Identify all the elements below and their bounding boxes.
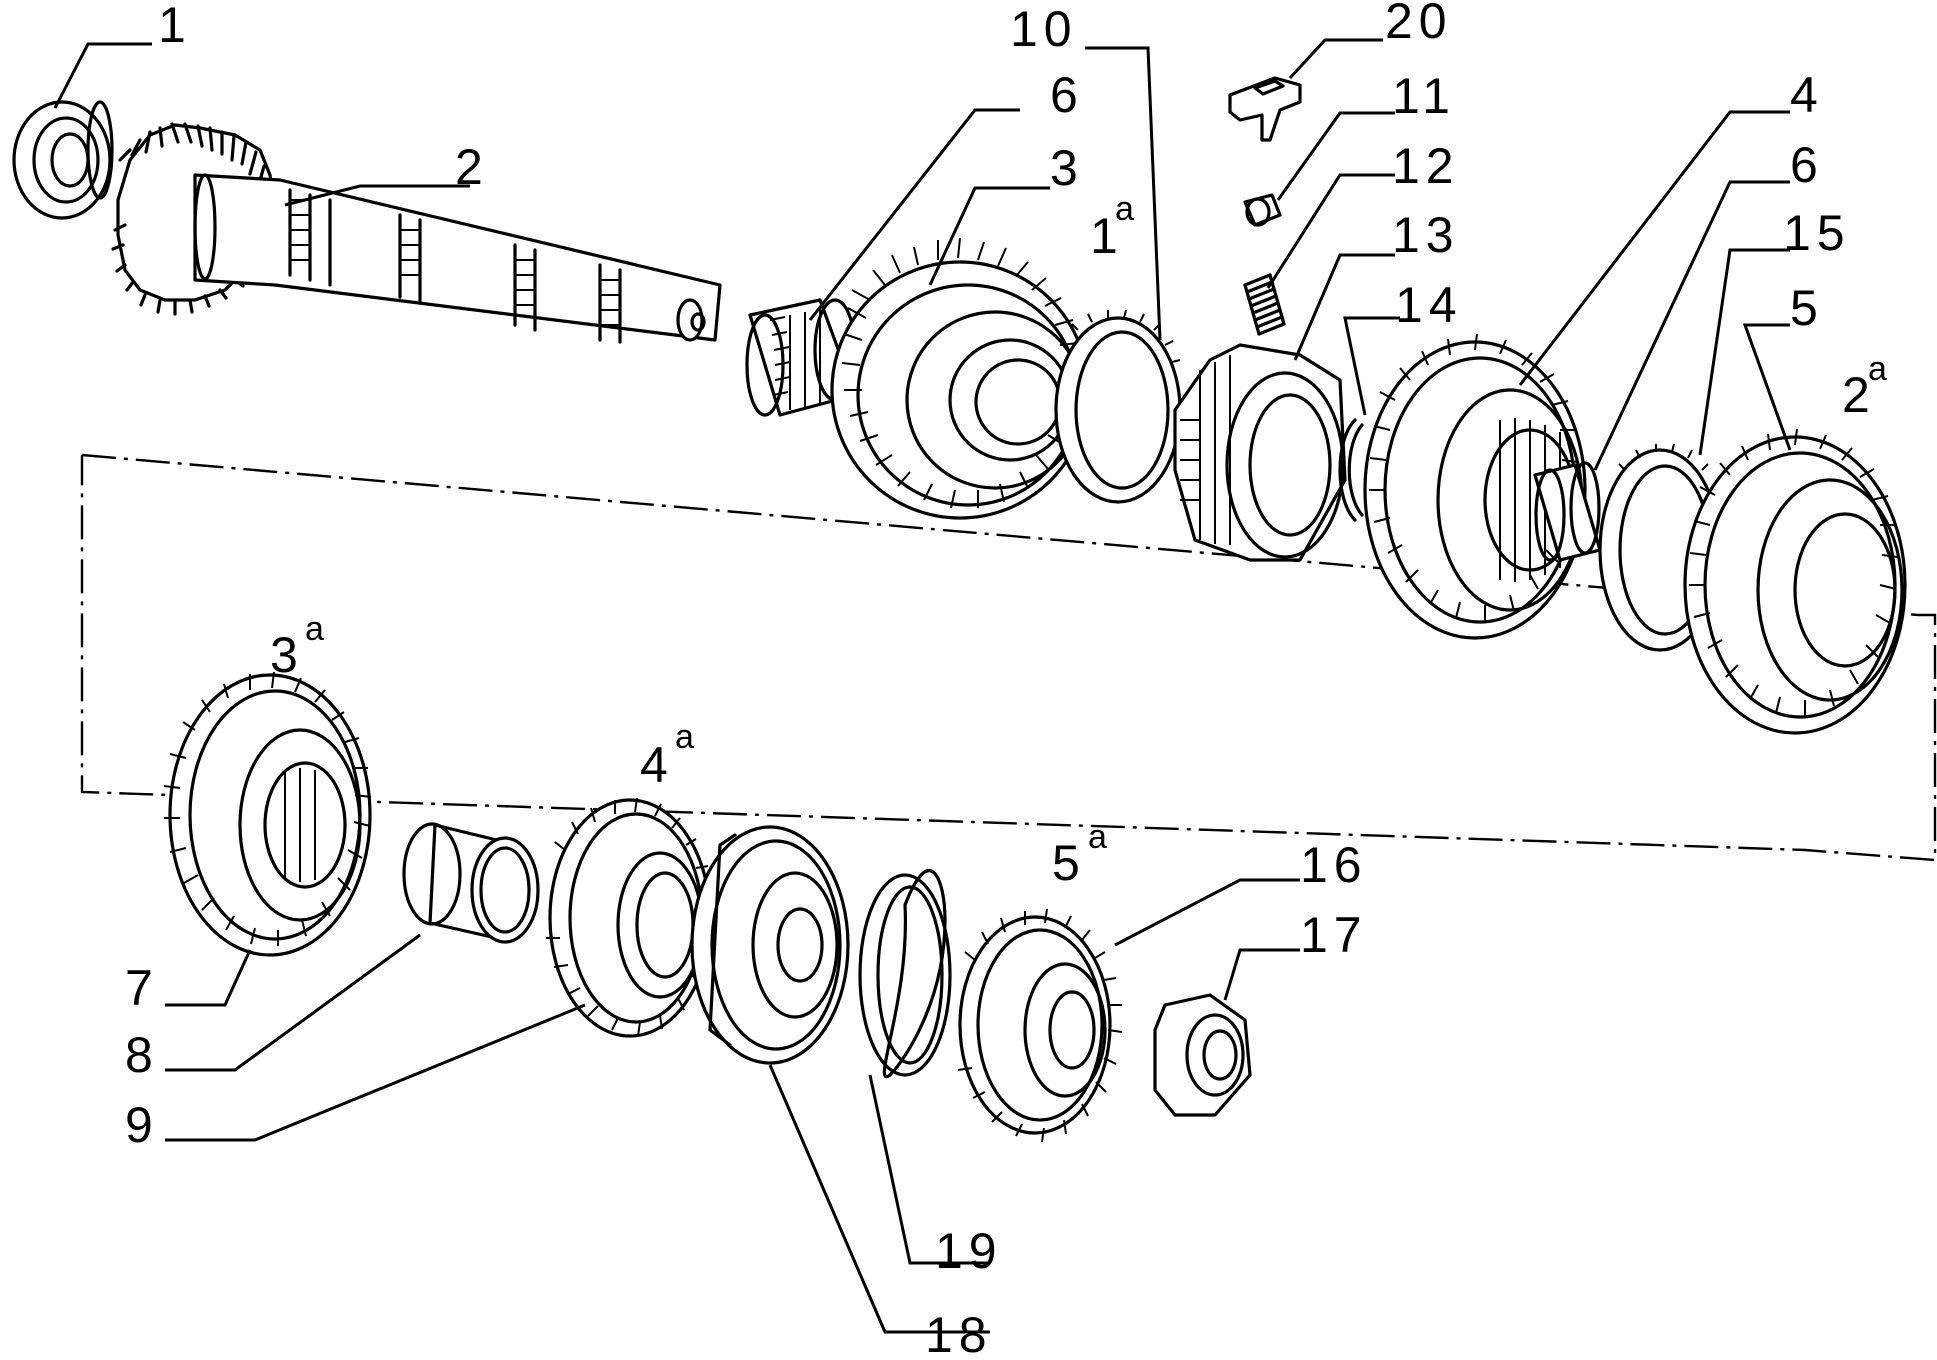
primary-shaft-part-2 xyxy=(111,122,722,344)
label-20: 20 xyxy=(1385,0,1453,49)
label-5: 5 xyxy=(1790,280,1824,336)
label-4: 4 xyxy=(1790,67,1824,123)
label-2: 2 xyxy=(455,139,489,195)
part-number-labels: 1 2 6 3 10 20 11 12 13 14 4 6 15 5 7 8 9… xyxy=(125,0,1851,1360)
label-18: 18 xyxy=(925,1307,993,1355)
label-3: 3 xyxy=(1050,140,1084,196)
gear-label-5a-sup: a xyxy=(1088,818,1107,856)
label-13: 13 xyxy=(1392,207,1460,263)
synchro-hub-part-13 xyxy=(1173,343,1347,562)
label-6-left: 6 xyxy=(1050,67,1084,123)
synchro-ring-part-10 xyxy=(1054,309,1182,504)
gear-ratio-labels: 1 a 2 a 3 a 4 a 5 a xyxy=(270,190,1887,891)
gear-part-3 xyxy=(830,237,1090,520)
bearing-part-6-right xyxy=(1533,461,1602,562)
label-14: 14 xyxy=(1395,277,1463,333)
nut-part-17 xyxy=(1153,993,1252,1117)
gear-label-2a-num: 2 xyxy=(1842,367,1876,423)
gear-part-9 xyxy=(546,797,719,1038)
label-8: 8 xyxy=(125,1027,159,1083)
gear-label-5a-num: 5 xyxy=(1052,835,1086,891)
gear-part-16 xyxy=(957,908,1123,1143)
bushing-part-8 xyxy=(402,822,540,944)
separator-line xyxy=(80,453,1937,862)
pin-part-11 xyxy=(1243,193,1282,227)
split-ring-part-19 xyxy=(858,869,952,1079)
label-9: 9 xyxy=(125,1097,159,1153)
label-1: 1 xyxy=(158,0,192,53)
shifter-pad-part-20 xyxy=(1228,76,1302,142)
gear-part-7 xyxy=(163,671,372,957)
circlip-part-14 xyxy=(1338,418,1364,522)
leader-lines xyxy=(53,38,1792,1334)
label-6-right: 6 xyxy=(1790,137,1824,193)
spring-part-12 xyxy=(1243,273,1286,336)
label-7: 7 xyxy=(125,960,159,1016)
coupling-part-18 xyxy=(690,825,850,1065)
label-16: 16 xyxy=(1300,837,1368,893)
bearing-part-1 xyxy=(12,100,114,220)
label-12: 12 xyxy=(1392,138,1460,194)
gear-label-1a-num: 1 xyxy=(1090,208,1124,264)
label-17: 17 xyxy=(1300,907,1368,963)
label-15: 15 xyxy=(1783,205,1851,261)
gear-label-2a-sup: a xyxy=(1868,350,1887,388)
label-10: 10 xyxy=(1010,1,1078,57)
gear-label-4a-sup: a xyxy=(675,718,694,756)
gear-part-5 xyxy=(1683,428,1907,735)
gear-label-4a-num: 4 xyxy=(640,737,674,793)
gear-label-3a-num: 3 xyxy=(270,627,304,683)
label-19: 19 xyxy=(935,1223,1003,1279)
label-11: 11 xyxy=(1392,68,1456,124)
gear-label-3a-sup: a xyxy=(305,610,324,648)
gear-label-1a-sup: a xyxy=(1115,190,1134,228)
